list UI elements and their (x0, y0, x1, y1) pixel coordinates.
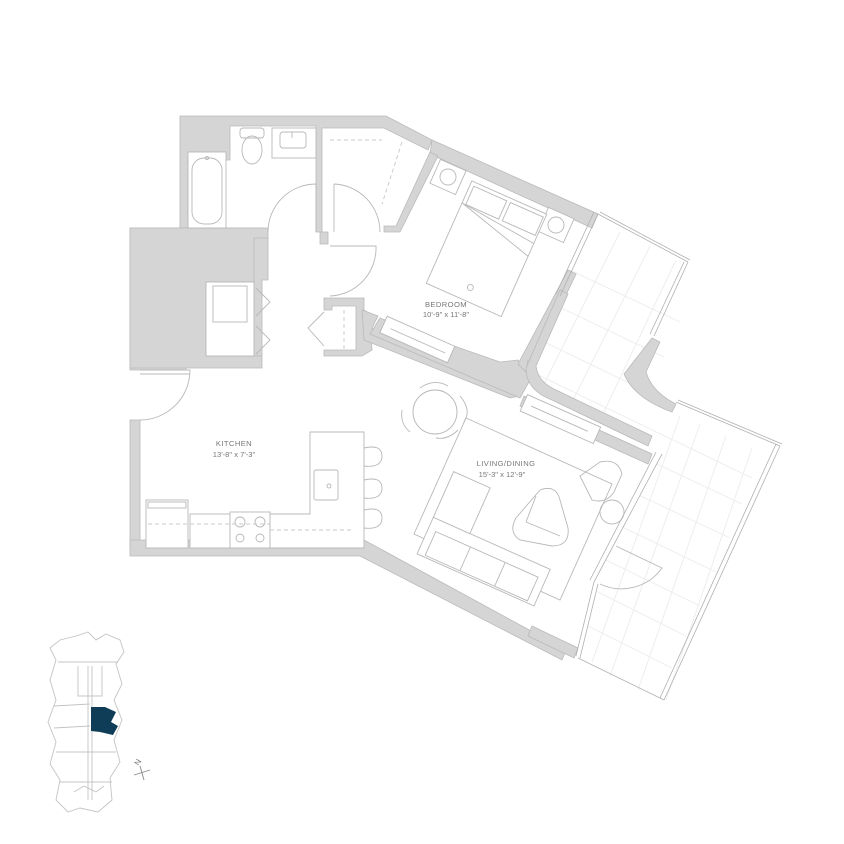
bedroom-dimensions: 10'-9" x 11'-8" (423, 310, 469, 319)
kitchen-label: KITCHEN (216, 439, 252, 448)
kitchen-sink (313, 469, 339, 501)
bedroom-label: BEDROOM (425, 300, 467, 309)
nightstand-left (429, 158, 467, 196)
terrace (526, 211, 783, 701)
compass-icon: N (133, 757, 151, 781)
bedroom-furniture (379, 158, 575, 364)
terrace-door (599, 545, 663, 590)
svg-text:N: N (133, 757, 144, 767)
cooktop (229, 511, 271, 549)
highlighted-unit (91, 707, 118, 735)
kitchen-dimensions: 13'-8" x 7'-3" (213, 450, 256, 459)
washer-dryer (212, 285, 248, 323)
bathroom (187, 127, 317, 229)
kitchen-furniture (145, 431, 383, 549)
living-furniture (401, 382, 625, 607)
dining-table (412, 389, 458, 435)
toilet-tank (239, 127, 265, 139)
armchair (579, 460, 623, 502)
toilet-bowl (241, 135, 263, 165)
coffee-table (512, 487, 569, 547)
bedroom-window (555, 211, 599, 297)
terrace-tiles (531, 231, 753, 701)
sink (279, 131, 307, 149)
bathtub-basin (191, 157, 223, 225)
bed (425, 180, 548, 318)
laundry-closet (205, 281, 345, 357)
living-label: LIVING/DINING (477, 459, 536, 468)
refrigerator (145, 499, 189, 549)
living-dimensions: 15'-3" x 12'-9" (479, 470, 526, 479)
vanity (271, 127, 317, 159)
side-table (599, 499, 625, 525)
living-windows (575, 451, 663, 659)
key-plan: N (47, 631, 151, 813)
doors (139, 139, 403, 421)
room-labels: BEDROOM 10'-9" x 11'-8" KITCHEN 13'-8" x… (213, 300, 536, 479)
bathtub (187, 151, 227, 229)
